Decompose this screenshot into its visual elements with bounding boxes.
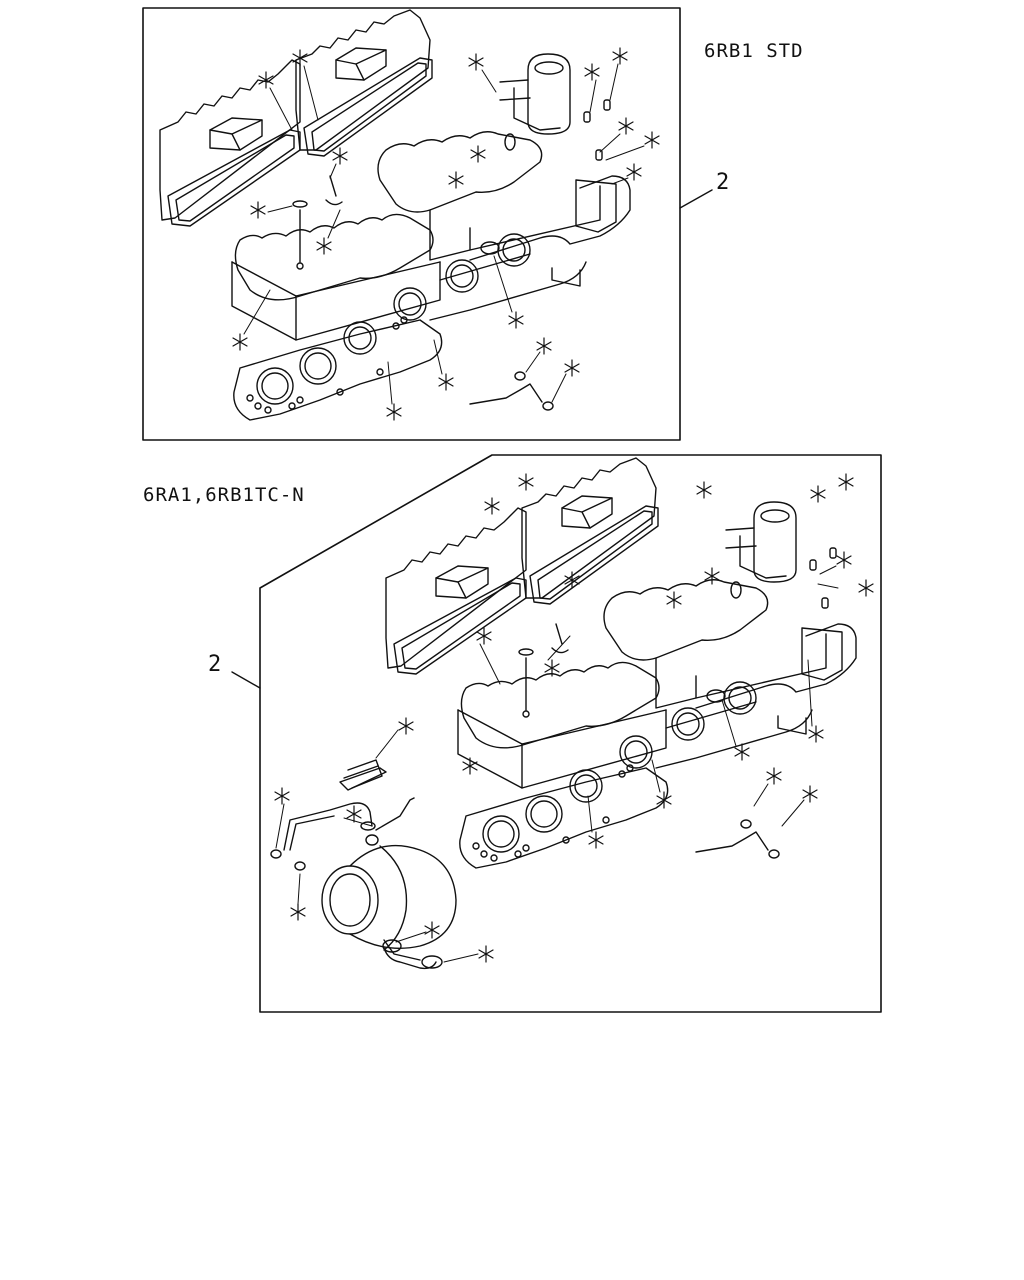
part-markers-bottom — [274, 473, 874, 963]
model-label-6ra1-6rb1tc-n: 6RA1,6RB1TC-N — [143, 484, 305, 506]
model-label-6rb1-std: 6RB1 STD — [704, 40, 804, 62]
callout-leader-bottom — [231, 671, 261, 689]
callout-number-bottom: 2 — [208, 652, 222, 677]
engine-gasket-assembly-bottom — [385, 457, 857, 869]
callout-number-top: 2 — [716, 170, 730, 195]
callout-leader-top — [679, 189, 713, 209]
engine-gasket-assembly-top — [159, 9, 631, 421]
part-markers-top — [232, 47, 660, 421]
star-leaders-bottom — [275, 565, 839, 963]
star-leaders-top — [243, 63, 645, 405]
variant-6rb1-std — [142, 7, 713, 441]
frame-top — [142, 7, 681, 441]
frame-bottom — [259, 454, 882, 1013]
variant-6ra1-6rb1tc-n — [231, 454, 882, 1013]
turbocharger-assembly — [270, 759, 457, 970]
